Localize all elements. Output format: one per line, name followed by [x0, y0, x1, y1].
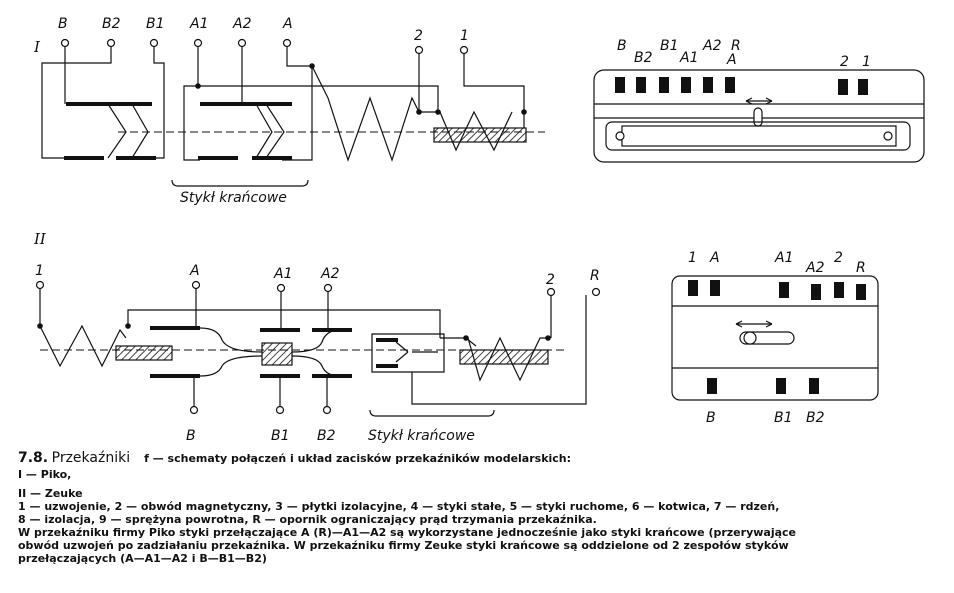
ii-label-a1: A1	[273, 266, 292, 282]
terminal-b	[60, 38, 70, 48]
caption-line-ii: II — Zeuke	[18, 487, 83, 500]
group-label-i: Stykł krańcowe	[180, 190, 287, 206]
ii-label-r: R	[590, 268, 600, 284]
terminal-b2	[106, 38, 116, 48]
figure-number: 7.8.	[18, 450, 49, 466]
terminal-label-a2: A2	[232, 16, 252, 32]
layout-i-label-a1: A1	[679, 50, 698, 66]
ii-label-1: 1	[35, 263, 44, 279]
terminal-label-a1: A1	[189, 16, 208, 32]
terminal-label-a: A	[282, 16, 293, 32]
terminal-a	[282, 38, 292, 48]
terminal-label-b2: B2	[102, 16, 121, 32]
terminal-1	[459, 45, 469, 55]
terminal-2	[414, 45, 424, 55]
terminal-label-b1: B1	[146, 16, 165, 32]
layout-i-label-2: 2	[840, 54, 849, 70]
layout-ii-label-a2: A2	[805, 260, 825, 276]
pin-a2	[703, 77, 713, 93]
armature-ii	[261, 342, 293, 366]
ii-label-b1: B1	[271, 428, 290, 444]
layout-i-label-r: R	[731, 38, 741, 54]
layout-ii-label-a: A	[709, 250, 720, 266]
caption-body-2: obwód uzwojeń po zadziałaniu przekaźnika…	[18, 539, 789, 552]
ii-label-a2: A2	[320, 266, 340, 282]
group-label-ii: Stykł krańcowe	[368, 428, 475, 444]
layout-i-case	[593, 69, 925, 163]
layout-ii-label-r: R	[856, 260, 866, 276]
relay-diagram: I B B2 B1 A1 A2 A 2 1	[33, 16, 925, 444]
terminal-a1	[193, 38, 203, 48]
terminal-a2	[237, 38, 247, 48]
pin-b1	[659, 77, 669, 93]
layout-ii-label-2: 2	[834, 250, 843, 266]
pin-2	[838, 79, 848, 95]
figure-title: Przekaźniki	[51, 450, 131, 466]
pin-1	[858, 79, 868, 95]
layout-ii-label-1: 1	[688, 250, 697, 266]
layout-ii-label-b: B	[706, 410, 716, 426]
pin-a	[725, 77, 735, 93]
caption-line-i: I — Piko,	[18, 468, 72, 481]
figure-caption: 7.8. Przekaźniki f — schematy połączeń i…	[18, 450, 938, 565]
pin-b	[615, 77, 625, 93]
terminal-layout-zeuke: 1 A A1 A2 2 R B B1 B2	[671, 250, 879, 426]
terminal-layout-piko: B B2 B1 A1 A2 R A 2 1	[593, 38, 925, 163]
schematic-ii-label: II	[33, 230, 47, 248]
terminal-label-b: B	[58, 16, 68, 32]
layout-i-label-a2: A2	[702, 38, 722, 54]
schematic-zeuke: II 1 A A1 A2 2 R B B1 B2	[33, 230, 601, 444]
pin-b2	[636, 77, 646, 93]
layout-ii-label-b1: B1	[774, 410, 793, 426]
ii-label-b: B	[186, 428, 196, 444]
caption-body-1: W przekaźniku firmy Piko styki przełącza…	[18, 526, 796, 539]
layout-i-label-b1: B1	[660, 38, 679, 54]
caption-legend-1: 1 — uzwojenie, 2 — obwód magnetyczny, 3 …	[18, 500, 780, 513]
ii-label-2: 2	[546, 272, 555, 288]
terminal-label-2: 2	[414, 28, 423, 44]
ii-label-a: A	[189, 263, 200, 279]
terminal-label-1: 1	[460, 28, 469, 44]
layout-ii-label-b2: B2	[806, 410, 825, 426]
terminal-b1	[149, 38, 159, 48]
layout-i-label-b2: B2	[634, 50, 653, 66]
schematic-piko: I B B2 B1 A1 A2 A 2 1	[33, 16, 545, 206]
ii-label-b2: B2	[317, 428, 336, 444]
schematic-i-label: I	[33, 38, 41, 56]
pin-a1	[681, 77, 691, 93]
figure-subtitle: f — schematy połączeń i układ zacisków p…	[144, 452, 572, 465]
layout-i-label-a: A	[726, 52, 737, 68]
layout-ii-label-a1: A1	[774, 250, 793, 266]
caption-body-3: przełączających (A—A1—A2 i B—B1—B2)	[18, 552, 267, 565]
layout-i-label-1: 1	[862, 54, 871, 70]
caption-legend-2: 8 — izolacja, 9 — sprężyna powrotna, R —…	[18, 513, 597, 526]
layout-i-label-b: B	[617, 38, 627, 54]
